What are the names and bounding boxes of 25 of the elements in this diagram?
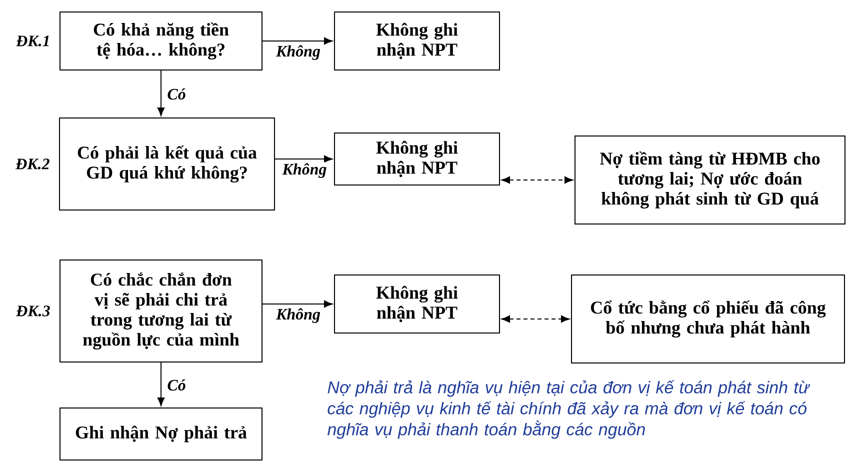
process-box: Nợ tiềm tàng từ HĐMB cho tương lai; Nợ ước đoán không phát sinh từ GD quá [574, 136, 846, 224]
process-box: Không ghi nhận NPT [334, 274, 500, 334]
arrow [501, 176, 574, 184]
arrow [262, 37, 333, 45]
process-box: Không ghi nhận NPT [334, 12, 500, 70]
edge-label: Có [166, 378, 187, 392]
condition-label: ĐK.1 [16, 36, 49, 46]
arrow [157, 70, 165, 116]
process-box: Có phải là kết quả của GD quá khứ không? [59, 118, 275, 210]
edge-label: Có [166, 87, 187, 101]
condition-label: ĐK.2 [15, 158, 50, 170]
process-box: Có chắc chắn đơn vị sẽ phải chi trả trong tương lai từ nguồn lực của mình [60, 260, 262, 362]
arrow [274, 155, 333, 163]
process-box: Ghi nhận Nợ phải trả [60, 408, 262, 460]
arrow [157, 362, 165, 406]
edge-label: Không [275, 44, 322, 61]
process-box: Cổ tức bằng cổ phiếu đã công bố nhưng chưa phát hành [571, 274, 845, 364]
edge-label: Không [281, 162, 328, 179]
condition-label: ĐK.3 [16, 306, 50, 316]
process-box: Không ghi nhận NPT [334, 132, 500, 186]
definition-note: Nợ phải trả là nghĩa vụ hiện tại của đơn vị kế toán phát sinh từ các nghiệp vụ kinh tế tài chính đã xảy ra mà đơn vị kế toán có nghĩa vụ phải thanh toán bằng các nguồn [328, 380, 810, 439]
edge-label: Không [275, 307, 322, 324]
arrow [262, 300, 333, 308]
arrow [501, 315, 570, 323]
process-box: Có khả năng tiền tệ hóa… không? [60, 12, 262, 70]
